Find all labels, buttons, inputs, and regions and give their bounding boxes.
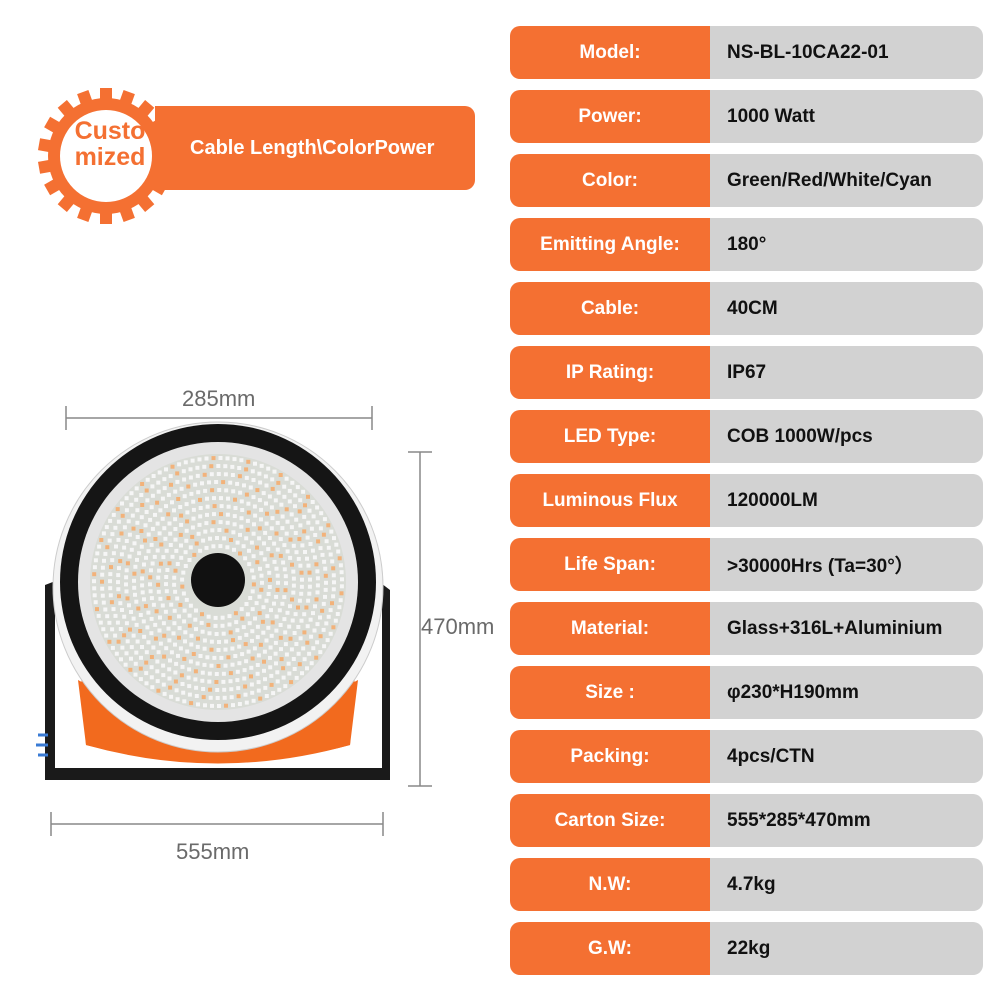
spec-label: Luminous Flux <box>510 474 710 527</box>
height-dimension: 470mm <box>421 614 495 639</box>
spec-value: 120000LM <box>710 474 983 527</box>
spec-value: 4.7kg <box>710 858 983 911</box>
spec-row: Life Span:>30000Hrs (Ta=30°） <box>510 538 983 591</box>
spec-label: Carton Size: <box>510 794 710 847</box>
spec-row: IP Rating:IP67 <box>510 346 983 399</box>
spec-label: Packing: <box>510 730 710 783</box>
spec-label: N.W: <box>510 858 710 911</box>
spec-row: Power:1000 Watt <box>510 90 983 143</box>
spec-row: Cable:40CM <box>510 282 983 335</box>
spec-row: Size :φ230*H190mm <box>510 666 983 719</box>
spec-row: Material:Glass+316L+Aluminium <box>510 602 983 655</box>
spec-label: Size : <box>510 666 710 719</box>
spec-label: LED Type: <box>510 410 710 463</box>
spec-row: LED Type:COB 1000W/pcs <box>510 410 983 463</box>
spec-value: 1000 Watt <box>710 90 983 143</box>
spec-value: φ230*H190mm <box>710 666 983 719</box>
spec-row: Emitting Angle:180° <box>510 218 983 271</box>
floodlight-product-image <box>36 406 432 836</box>
spec-value: >30000Hrs (Ta=30°） <box>710 538 983 591</box>
spec-label: Emitting Angle: <box>510 218 710 271</box>
spec-label: Cable: <box>510 282 710 335</box>
spec-label: Color: <box>510 154 710 207</box>
spec-label: Model: <box>510 26 710 79</box>
spec-row: Packing:4pcs/CTN <box>510 730 983 783</box>
spec-label: Power: <box>510 90 710 143</box>
spec-row: N.W:4.7kg <box>510 858 983 911</box>
spec-row: Model:NS-BL-10CA22-01 <box>510 26 983 79</box>
spec-value: 40CM <box>710 282 983 335</box>
spec-value: 555*285*470mm <box>710 794 983 847</box>
spec-value: Glass+316L+Aluminium <box>710 602 983 655</box>
spec-value: 4pcs/CTN <box>710 730 983 783</box>
depth-dimension: 285mm <box>182 386 256 411</box>
spec-label: Life Span: <box>510 538 710 591</box>
spec-label: Material: <box>510 602 710 655</box>
spec-row: Carton Size:555*285*470mm <box>510 794 983 847</box>
spec-value: COB 1000W/pcs <box>710 410 983 463</box>
spec-row: G.W:22kg <box>510 922 983 975</box>
badge-line-2: mized <box>74 143 146 171</box>
customized-banner: Cable Length\ColorPower <box>155 106 475 190</box>
spec-value: IP67 <box>710 346 983 399</box>
spec-value: NS-BL-10CA22-01 <box>710 26 983 79</box>
spec-row: Color:Green/Red/White/Cyan <box>510 154 983 207</box>
spec-label: G.W: <box>510 922 710 975</box>
spec-label: IP Rating: <box>510 346 710 399</box>
badge-line-1: Custo <box>74 117 146 145</box>
width-dimension: 555mm <box>176 839 250 864</box>
spec-value: 180° <box>710 218 983 271</box>
spec-value: 22kg <box>710 922 983 975</box>
banner-text: Cable Length\ColorPower <box>190 136 435 159</box>
spec-value: Green/Red/White/Cyan <box>710 154 983 207</box>
